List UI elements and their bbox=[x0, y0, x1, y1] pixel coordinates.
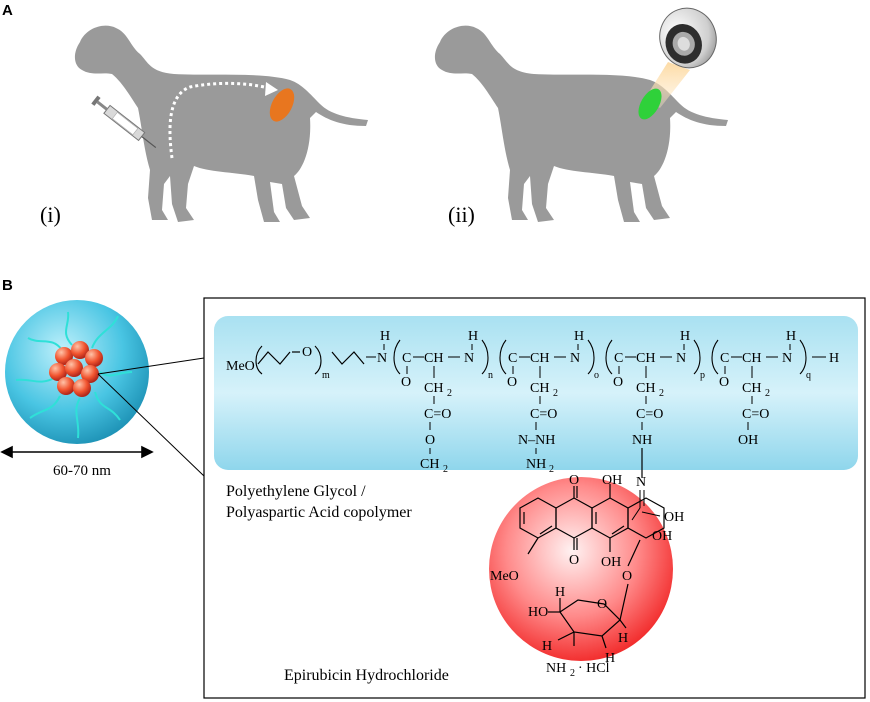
polymer-ch1: CH bbox=[424, 351, 443, 366]
tumor-icon-2 bbox=[638, 88, 662, 120]
polymer-ch2: CH bbox=[530, 351, 549, 366]
polymer-sub-o: o bbox=[594, 370, 599, 381]
light-source-icon bbox=[659, 7, 717, 69]
polymer-n1: N bbox=[377, 351, 387, 366]
polymer-h4: H bbox=[680, 329, 690, 344]
sub-label-i: (i) bbox=[40, 202, 61, 227]
panel-b-label: B bbox=[2, 277, 13, 294]
polymer-name-line2: Polyaspartic Acid copolymer bbox=[226, 504, 412, 521]
polymer-ch2-ester: CH bbox=[420, 457, 439, 472]
polymer-two-nh2: 2 bbox=[549, 464, 554, 475]
polymer-two-1: 2 bbox=[447, 388, 452, 399]
drug-o-ring: O bbox=[597, 597, 607, 612]
polymer-sub-p: p bbox=[700, 370, 705, 381]
polymer-n2: N bbox=[464, 351, 474, 366]
polymer-oh: OH bbox=[738, 433, 758, 448]
polymer-name-line1: Polyethylene Glycol / bbox=[226, 483, 366, 500]
polymer-h1: H bbox=[380, 329, 390, 344]
polymer-n4: N bbox=[676, 351, 686, 366]
polymer-ch3: CH bbox=[636, 351, 655, 366]
polymer-h-end: H bbox=[829, 351, 839, 366]
drug-oh-side: OH bbox=[664, 510, 684, 525]
polymer-ch2-3: CH bbox=[636, 381, 655, 396]
polymer-ch2-1: CH bbox=[424, 381, 443, 396]
drug-h2: H bbox=[542, 639, 552, 654]
polymer-n5: N bbox=[782, 351, 792, 366]
drug-o-top: O bbox=[569, 473, 579, 488]
polymer-sub-m: m bbox=[322, 370, 330, 381]
size-label: 60-70 nm bbox=[53, 463, 111, 479]
polymer-h3: H bbox=[574, 329, 584, 344]
polymer-c1: C bbox=[402, 351, 411, 366]
drug-o-glyco: O bbox=[622, 569, 632, 584]
polymer-ceqo-3: C=O bbox=[636, 407, 663, 422]
polymer-c2: C bbox=[508, 351, 517, 366]
drug-n: N bbox=[636, 475, 646, 490]
drug-meo: MeO bbox=[490, 569, 519, 584]
polymer-h5: H bbox=[786, 329, 796, 344]
polymer-c3: C bbox=[614, 351, 623, 366]
polymer-two-2: 2 bbox=[553, 388, 558, 399]
polymer-band bbox=[214, 316, 858, 470]
panel-a-label: A bbox=[2, 2, 13, 19]
polymer-ch2-4: CH bbox=[742, 381, 761, 396]
polymer-n3: N bbox=[570, 351, 580, 366]
polymer-o-ester: O bbox=[425, 433, 435, 448]
tumor-icon bbox=[269, 88, 295, 122]
polymer-eq-o3: O bbox=[613, 375, 623, 390]
polymer-meo: MeO bbox=[226, 359, 255, 374]
drug-oh-top: OH bbox=[602, 473, 622, 488]
polymer-two-4: 2 bbox=[765, 388, 770, 399]
drug-h1: H bbox=[555, 585, 565, 600]
drug-nh2-sub: 2 bbox=[570, 668, 575, 679]
micelle-icon bbox=[5, 300, 149, 444]
polymer-h2: H bbox=[468, 329, 478, 344]
polymer-eq-o4: O bbox=[719, 375, 729, 390]
polymer-structure: MeO O m H N C CH H N n O CH 2 C=O O CH 2 bbox=[226, 329, 839, 478]
polymer-ch2-2: CH bbox=[530, 381, 549, 396]
polymer-ceqo-2: C=O bbox=[530, 407, 557, 422]
polymer-ceqo-4: C=O bbox=[742, 407, 769, 422]
drug-oh-bottom: OH bbox=[601, 555, 621, 570]
drug-ho: HO bbox=[528, 605, 548, 620]
micelle-core bbox=[49, 341, 103, 397]
polymer-two-ester: 2 bbox=[443, 464, 448, 475]
chemical-structure-box bbox=[203, 297, 866, 699]
polymer-two-3: 2 bbox=[659, 388, 664, 399]
drug-h4: H bbox=[618, 631, 628, 646]
drug-nh2: NH bbox=[546, 661, 566, 676]
size-arrow bbox=[0, 445, 154, 459]
polymer-sub-q: q bbox=[806, 370, 811, 381]
drug-hcl: · HCl bbox=[578, 661, 610, 676]
polymer-c4: C bbox=[720, 351, 729, 366]
syringe-icon bbox=[91, 95, 157, 149]
polymer-eq-o1: O bbox=[401, 375, 411, 390]
polymer-ceqo-1: C=O bbox=[424, 407, 451, 422]
drug-sphere bbox=[489, 477, 673, 661]
polymer-nh-link: NH bbox=[632, 433, 652, 448]
injection-path-arrow bbox=[168, 81, 269, 159]
arrow-head-icon bbox=[265, 82, 278, 96]
polymer-nhnh: N–NH bbox=[518, 433, 555, 448]
sub-label-ii: (ii) bbox=[448, 202, 475, 227]
drug-o-bottom: O bbox=[569, 553, 579, 568]
polymer-ch4: CH bbox=[742, 351, 761, 366]
drug-name: Epirubicin Hydrochloride bbox=[284, 667, 449, 684]
polymer-nh2: NH bbox=[526, 457, 546, 472]
polymer-o: O bbox=[302, 345, 312, 360]
drug-oh-ring: OH bbox=[652, 529, 672, 544]
drug-h3: H bbox=[605, 651, 615, 666]
epirubicin-structure: N OH O O OH OH OH MeO O bbox=[490, 473, 684, 679]
polymer-eq-o2: O bbox=[507, 375, 517, 390]
polymer-sub-n: n bbox=[488, 370, 493, 381]
